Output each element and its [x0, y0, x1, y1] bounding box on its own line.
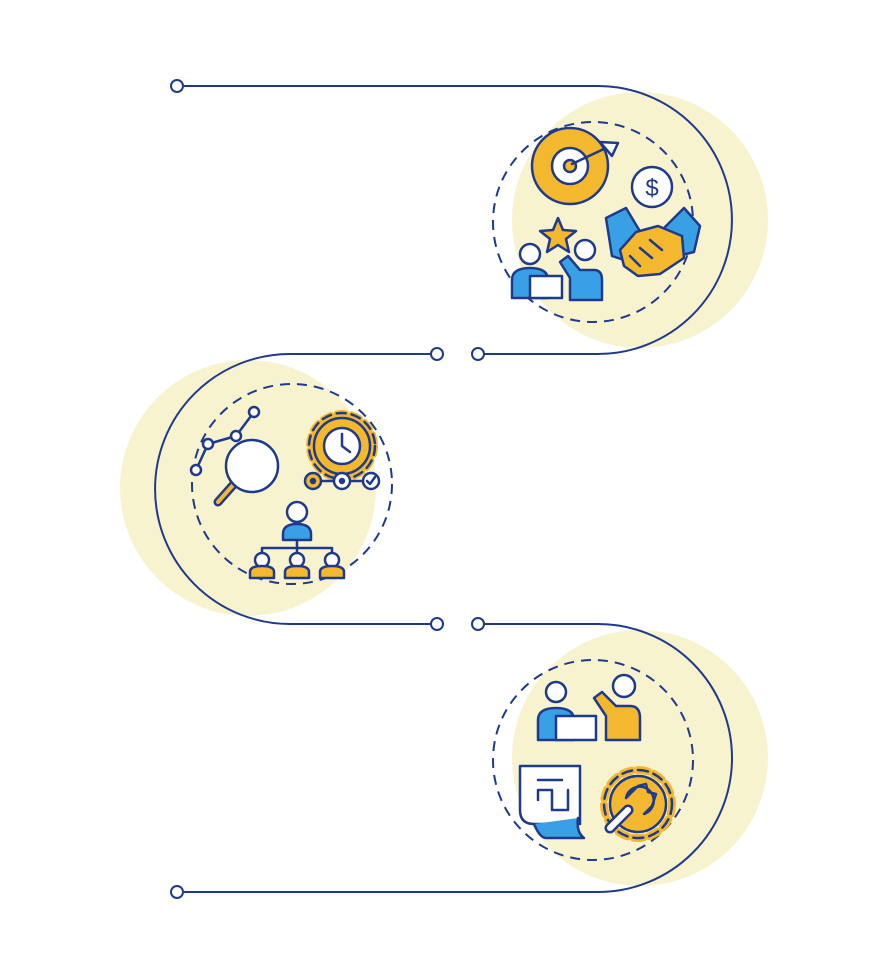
dollar-coin-icon: $ — [630, 165, 674, 209]
timeline-connector — [154, 85, 733, 893]
step-2-icons — [189, 405, 381, 580]
node — [430, 347, 444, 361]
hierarchy-team-icon — [248, 500, 346, 580]
connector-nodes — [170, 79, 485, 899]
mentor-presenting-icon — [510, 238, 604, 302]
step-1-icons: $ — [510, 126, 702, 302]
document-chart-icon — [518, 764, 586, 840]
mentor-presenting-icon — [536, 673, 642, 742]
start-node — [170, 79, 184, 93]
node — [471, 347, 485, 361]
node — [471, 617, 485, 631]
step-2-dashed-ring — [191, 383, 393, 585]
step-3-dashed-ring — [492, 659, 694, 861]
step-3-icons — [518, 673, 676, 842]
handshake-icon — [604, 206, 702, 278]
connector-segment-1 — [184, 85, 733, 355]
gear-wrench-icon — [600, 766, 676, 842]
target-arrow-icon — [530, 126, 620, 206]
star-icon — [538, 216, 578, 254]
magnifier-icon — [213, 438, 280, 507]
end-node — [170, 885, 184, 899]
connector-segment-3 — [184, 623, 733, 893]
line-chart-icon — [189, 405, 261, 477]
svg-text:$: $ — [645, 175, 658, 202]
workflow-steps-icon — [303, 471, 381, 491]
node — [430, 617, 444, 631]
connector-segment-2 — [154, 353, 436, 625]
gear-clock-icon — [306, 410, 378, 482]
